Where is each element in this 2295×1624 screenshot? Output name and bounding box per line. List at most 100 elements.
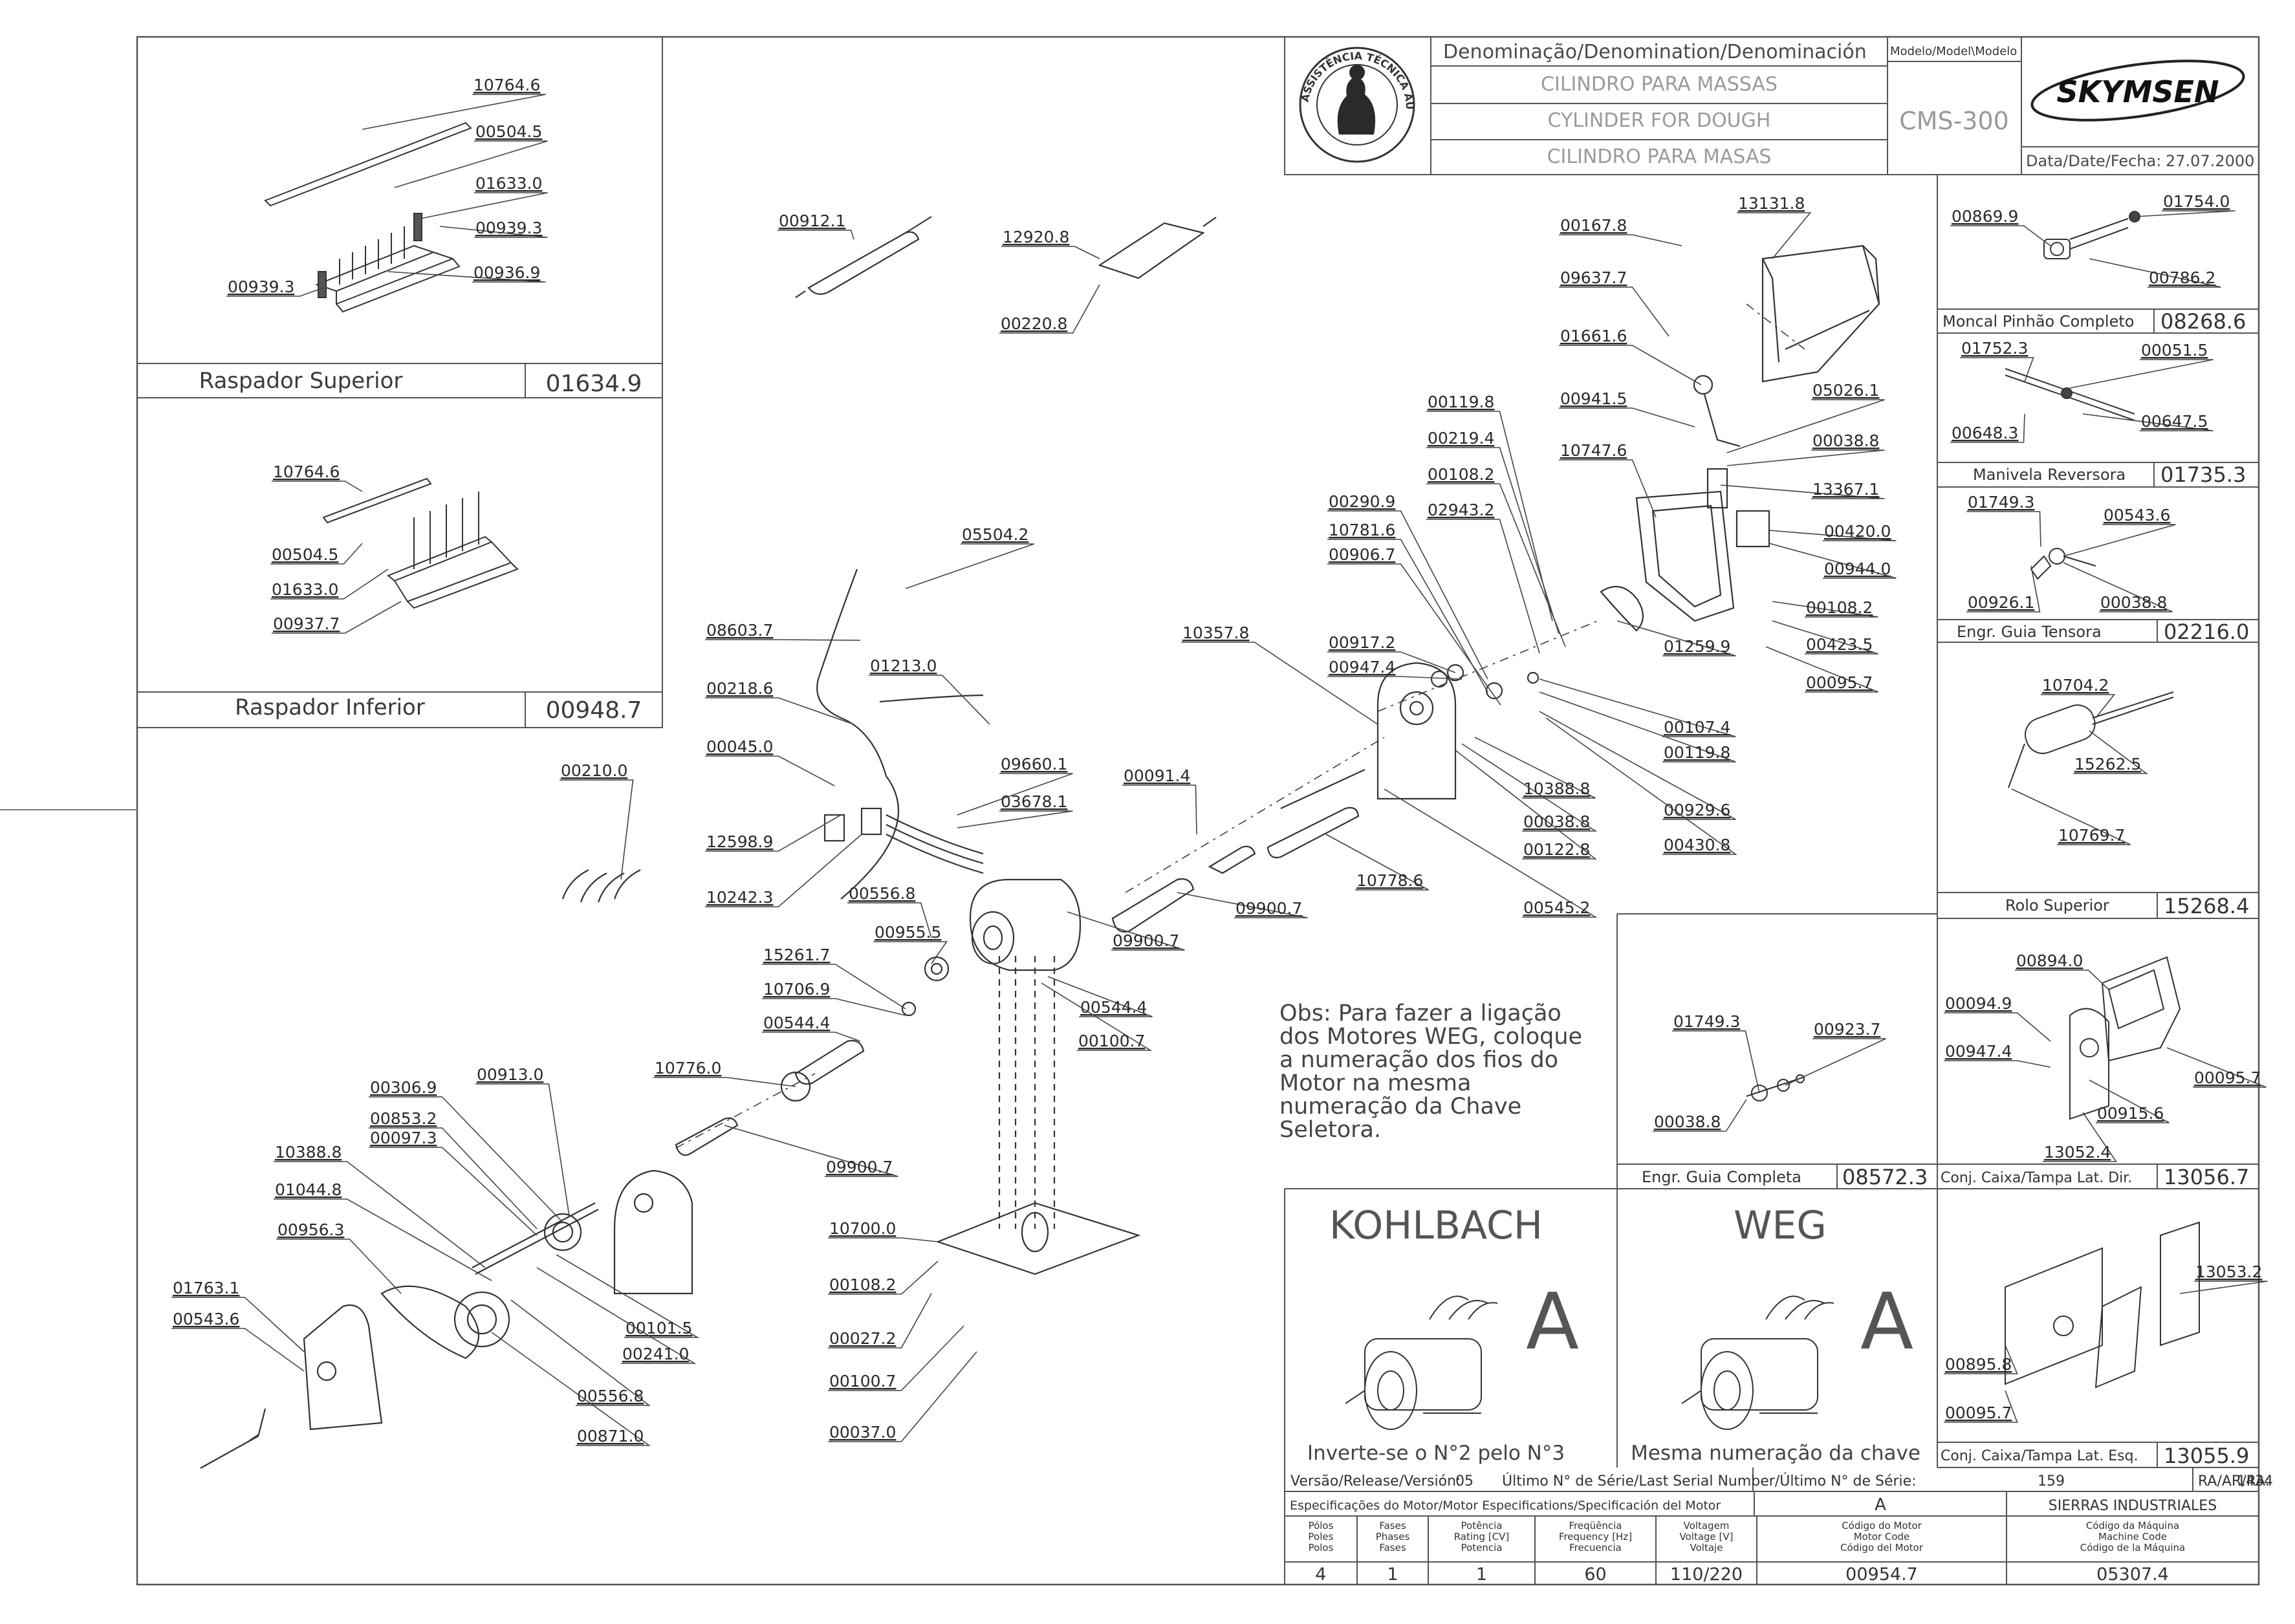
callout-leader-line	[413, 192, 548, 221]
part-number-label: 00556.8	[849, 884, 915, 903]
callout-leader-line	[1726, 399, 1885, 453]
spec-column-label: Código del Motor	[1840, 1542, 1924, 1554]
callout-leader-line	[2043, 1112, 2118, 1162]
callout-leader-line	[171, 1297, 305, 1352]
spec-column-value: 110/220	[1670, 1564, 1743, 1585]
part-number-label: 00504.5	[475, 122, 542, 141]
callout-leader-line	[762, 998, 906, 1016]
part-number-label: 01752.3	[1961, 339, 2028, 358]
subassembly-name: Raspador Superior	[199, 368, 403, 394]
callout-leader-line	[999, 284, 1100, 334]
callout-leader-line	[724, 1125, 898, 1177]
part-number-label: 00108.2	[829, 1275, 896, 1294]
subassembly-code: 02216.0	[2164, 620, 2249, 644]
subassembly-code: 08268.6	[2160, 309, 2246, 334]
part-number-label: 09637.7	[1560, 268, 1627, 287]
callout-leader-line	[2134, 210, 2235, 217]
callout-leader-line	[1950, 225, 2051, 246]
subassembly-name: Manivela Reversora	[1973, 466, 2126, 484]
callout-leader-line	[869, 675, 990, 725]
spec-column-label: Voltage [V]	[1680, 1531, 1734, 1543]
subassembly-drawings	[1746, 211, 2200, 1389]
part-number-label: 13131.8	[1738, 194, 1805, 213]
callout-leader-line	[1944, 1012, 2051, 1042]
subassembly-code: 01735.3	[2160, 462, 2246, 487]
callout-leader-line	[560, 779, 634, 880]
part-number-label: 00218.6	[706, 679, 773, 698]
callout-leader-line	[1559, 459, 1657, 518]
part-number-label: 00648.3	[1952, 424, 2018, 442]
part-number-label: 00045.0	[706, 737, 773, 756]
callout-leader-line	[1181, 642, 1378, 725]
callout-leader-line	[1327, 563, 1501, 706]
part-callouts: 10764.600504.501633.000939.300936.900939…	[171, 76, 2268, 1446]
callout-leader-line	[1966, 511, 2041, 547]
callout-leader-line	[1944, 1390, 2018, 1423]
part-number-label: 00939.3	[228, 277, 294, 296]
part-number-label: 01754.0	[2163, 192, 2230, 211]
callout-leader-line	[556, 1254, 700, 1338]
callout-leader-line	[272, 481, 363, 492]
main-assembly-drawing	[200, 216, 1880, 1469]
motor-letter: A	[1860, 1277, 1913, 1367]
part-number-label: 03678.1	[1001, 792, 1067, 811]
callout-leader-line	[1772, 620, 1878, 655]
name-pt: CILINDRO PARA MASSAS	[1541, 73, 1778, 96]
callout-leader-line	[1426, 447, 1560, 634]
spec-column-value: 00954.7	[1845, 1564, 1918, 1585]
callout-leader-line	[1944, 1060, 2051, 1068]
callout-leader-line	[1539, 678, 1736, 737]
callout-leader-line	[1960, 357, 2034, 382]
part-number-label: 00095.7	[2194, 1068, 2261, 1087]
callout-leader-line	[1384, 788, 1598, 918]
spec-column-value: 1	[1476, 1564, 1487, 1585]
part-number-label: 00937.7	[273, 614, 340, 633]
denomination-header: Denominação/Denomination/Denominación	[1443, 41, 1867, 63]
part-number-label: 10781.6	[1329, 521, 1395, 539]
part-number-label: 09900.7	[826, 1158, 893, 1176]
spec-columns: PólosPolesPolos4FasesPhasesFases1Potênci…	[1309, 1520, 2186, 1585]
spec-column-label: Rating [CV]	[1454, 1531, 1510, 1543]
brand-logo-text: SKYMSEN	[2057, 74, 2219, 109]
callout-leader-line	[1426, 411, 1553, 622]
callout-leader-line	[1067, 911, 1185, 951]
callout-leader-line	[270, 568, 389, 600]
part-number-label: 00095.7	[1945, 1403, 2012, 1422]
spec-column-label: Pólos	[1309, 1520, 1334, 1532]
part-number-label: 09900.7	[1113, 931, 1179, 950]
callout-leader-line	[394, 140, 548, 188]
spec-column-label: Poles	[1309, 1531, 1334, 1543]
name-es: CILINDRO PARA MASAS	[1547, 146, 1772, 168]
callout-leader-line	[1653, 1099, 1747, 1132]
spec-column-value: 60	[1584, 1564, 1606, 1585]
callout-leader-line	[1672, 1030, 1760, 1094]
part-number-label: 10388.8	[275, 1143, 342, 1162]
part-number-label: 00936.9	[473, 263, 540, 282]
spec-column-label: Potencia	[1461, 1542, 1503, 1554]
part-number-label: 01661.6	[1560, 327, 1627, 345]
part-number-label: 10778.6	[1356, 871, 1423, 890]
callout-leader-line	[226, 287, 324, 297]
callout-leader-line	[2073, 730, 2148, 774]
note-line: dos Motores WEG, coloque	[1279, 1024, 1582, 1050]
callout-leader-line	[873, 941, 948, 964]
subassembly-labels: Moncal Pinhão Completo 08268.6 Manivela …	[1642, 309, 2249, 1468]
callout-leader-line	[1327, 676, 1463, 680]
part-number-label: 00544.4	[763, 1013, 830, 1032]
subassembly-name: Engr. Guia Completa	[1642, 1168, 1801, 1186]
part-number-label: 00955.5	[875, 923, 941, 942]
spec-column-label: Machine Code	[2098, 1531, 2167, 1543]
callout-leader-line	[1461, 743, 1598, 832]
callout-leader-line	[276, 1239, 402, 1294]
part-number-label: 00095.7	[1806, 673, 1873, 692]
callout-leader-line	[1559, 407, 1695, 428]
motor-brand: KOHLBACH	[1329, 1203, 1543, 1248]
callout-leader-line	[1950, 413, 2025, 443]
subassembly-code: 01634.9	[546, 371, 642, 397]
subassembly-code: 00948.7	[546, 697, 642, 724]
callout-leader-line	[536, 1267, 697, 1364]
part-number-label: 10700.0	[829, 1219, 896, 1238]
model-number: CMS-300	[1899, 107, 2009, 135]
part-number-label: 00869.9	[1952, 207, 2018, 226]
part-number-label: 10747.6	[1560, 441, 1627, 460]
